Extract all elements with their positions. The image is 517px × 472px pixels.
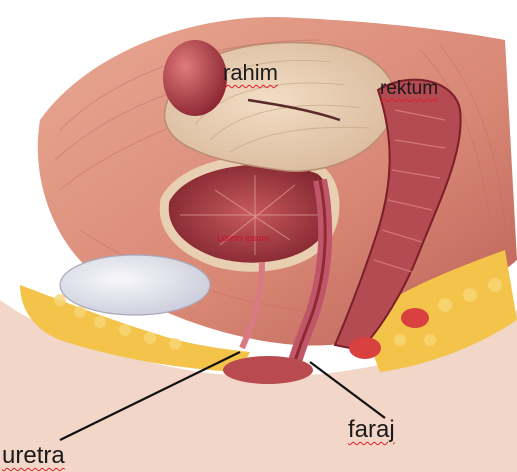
small-gland-1 bbox=[349, 337, 381, 359]
label-rektum: rektum bbox=[380, 79, 438, 98]
label-rahim: rahim bbox=[223, 62, 278, 84]
label-faraj: faraj bbox=[348, 418, 395, 442]
pubic-pad bbox=[60, 255, 210, 315]
label-small-tag: Lorem ipsum bbox=[217, 234, 269, 243]
vulva bbox=[223, 356, 313, 384]
ovary bbox=[163, 40, 227, 116]
small-gland-2 bbox=[401, 308, 429, 328]
label-uretra: uretra bbox=[2, 444, 65, 468]
